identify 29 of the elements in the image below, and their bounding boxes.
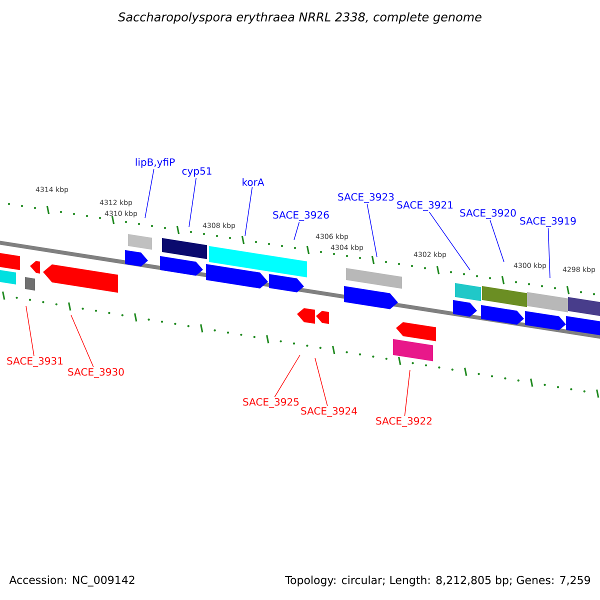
leader-line <box>314 358 328 406</box>
leader-line <box>274 354 300 398</box>
gene-label: SACE_3921 <box>397 201 453 211</box>
leader-line <box>404 370 410 416</box>
gene-label: SACE_3925 <box>243 398 299 408</box>
gene-label: SACE_3930 <box>68 368 124 378</box>
gene-label: SACE_3919 <box>520 217 576 227</box>
leader-line <box>366 204 378 258</box>
gene-label: SACE_3922 <box>376 417 432 427</box>
leader-line <box>70 314 94 368</box>
gene-label: SACE_3931 <box>7 357 63 367</box>
gene-label: SACE_3926 <box>273 211 329 221</box>
gene-label: SACE_3920 <box>460 209 516 219</box>
leader-line <box>188 178 196 228</box>
gene-label: cyp51 <box>182 167 212 177</box>
gene-label: SACE_3924 <box>301 407 357 417</box>
leader-line <box>144 168 154 218</box>
leader-line <box>490 220 504 262</box>
footer-text: Accession: NC_009142 <box>9 576 134 586</box>
leader-line <box>244 186 253 236</box>
title: Saccharopolyspora erythraea NRRL 2338, complete genome <box>118 12 482 24</box>
leader-line <box>428 212 470 270</box>
leader-line <box>294 222 300 240</box>
gene-label: lipB,yfiP <box>136 158 175 168</box>
gene-label: SACE_3923 <box>338 193 394 203</box>
footer-text: Topology: circular; Length: 8,212,805 bp; Genes: 7,259 <box>285 576 590 586</box>
gene-label: korA <box>242 178 264 186</box>
leader-line <box>26 306 34 356</box>
leader-line <box>548 228 550 278</box>
